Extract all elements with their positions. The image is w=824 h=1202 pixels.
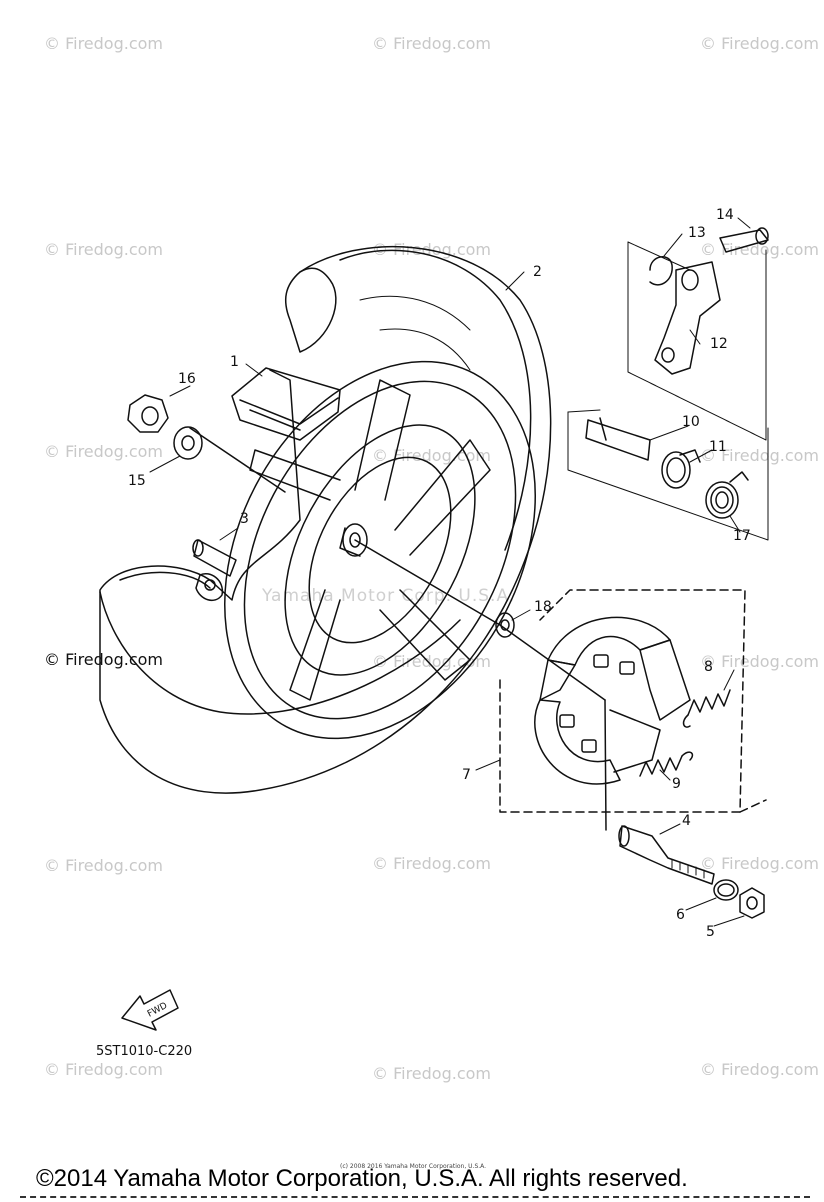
brake-shoes xyxy=(534,616,691,785)
nut-16 xyxy=(127,394,169,433)
callout-12: 12 xyxy=(710,336,728,352)
watermark: © Firedog.com xyxy=(700,652,819,671)
nut-5 xyxy=(739,887,765,919)
wheel-rim xyxy=(224,360,536,740)
tire-2 xyxy=(99,245,552,794)
callout-2: 2 xyxy=(533,264,542,280)
callout-16: 16 xyxy=(178,371,196,387)
watermark: © Firedog.com xyxy=(700,34,819,53)
bolt-3 xyxy=(192,539,237,602)
diagram-code: 5ST1010-C220 xyxy=(96,1044,193,1059)
tiny-notice: (c) 2008 2016 Yamaha Motor Corporation, … xyxy=(340,1163,487,1170)
watermark: © Firedog.com xyxy=(372,1064,491,1083)
washer-15 xyxy=(173,426,203,460)
watermark: © Firedog.com xyxy=(44,34,163,53)
fwd-arrow-icon xyxy=(121,989,179,1031)
watermark: © Firedog.com xyxy=(372,854,491,873)
leader-lines xyxy=(149,217,751,927)
callout-8: 8 xyxy=(704,659,713,675)
spring-9 xyxy=(639,751,694,777)
watermark: © Firedog.com xyxy=(44,240,163,259)
callout-5: 5 xyxy=(706,924,715,940)
callout-13: 13 xyxy=(688,225,706,241)
callout-17: 17 xyxy=(733,528,751,544)
washer-18 xyxy=(495,612,515,638)
watermark: © Firedog.com xyxy=(700,446,819,465)
callout-14: 14 xyxy=(716,207,734,223)
brake-shoe-box xyxy=(499,589,767,813)
callout-7: 7 xyxy=(462,767,471,783)
watermark: © Firedog.com xyxy=(700,1060,819,1079)
callout-18: 18 xyxy=(534,599,552,615)
brake-lever-box xyxy=(627,227,769,441)
axle-4 xyxy=(618,825,715,885)
spring-8 xyxy=(682,689,731,728)
callout-3: 3 xyxy=(240,511,249,527)
callout-10: 10 xyxy=(682,414,700,430)
callout-9: 9 xyxy=(672,776,681,792)
callout-6: 6 xyxy=(676,907,685,923)
callout-11: 11 xyxy=(709,439,727,455)
camshaft-box xyxy=(567,409,769,541)
watermark: © Firedog.com xyxy=(44,856,163,875)
callout-1: 1 xyxy=(230,354,239,370)
firedog-label: © Firedog.com xyxy=(44,650,163,669)
watermark: © Firedog.com xyxy=(372,34,491,53)
watermark: © Firedog.com xyxy=(44,442,163,461)
bottom-rule xyxy=(20,1196,810,1202)
watermark: © Firedog.com xyxy=(700,240,819,259)
watermark: © Firedog.com xyxy=(372,240,491,259)
watermark: © Firedog.com xyxy=(44,1060,163,1079)
watermark: © Firedog.com xyxy=(700,854,819,873)
copyright-notice: ©2014 Yamaha Motor Corporation, U.S.A. A… xyxy=(36,1165,688,1192)
oring-6 xyxy=(713,879,739,901)
callout-4: 4 xyxy=(682,813,691,829)
callout-15: 15 xyxy=(128,473,146,489)
